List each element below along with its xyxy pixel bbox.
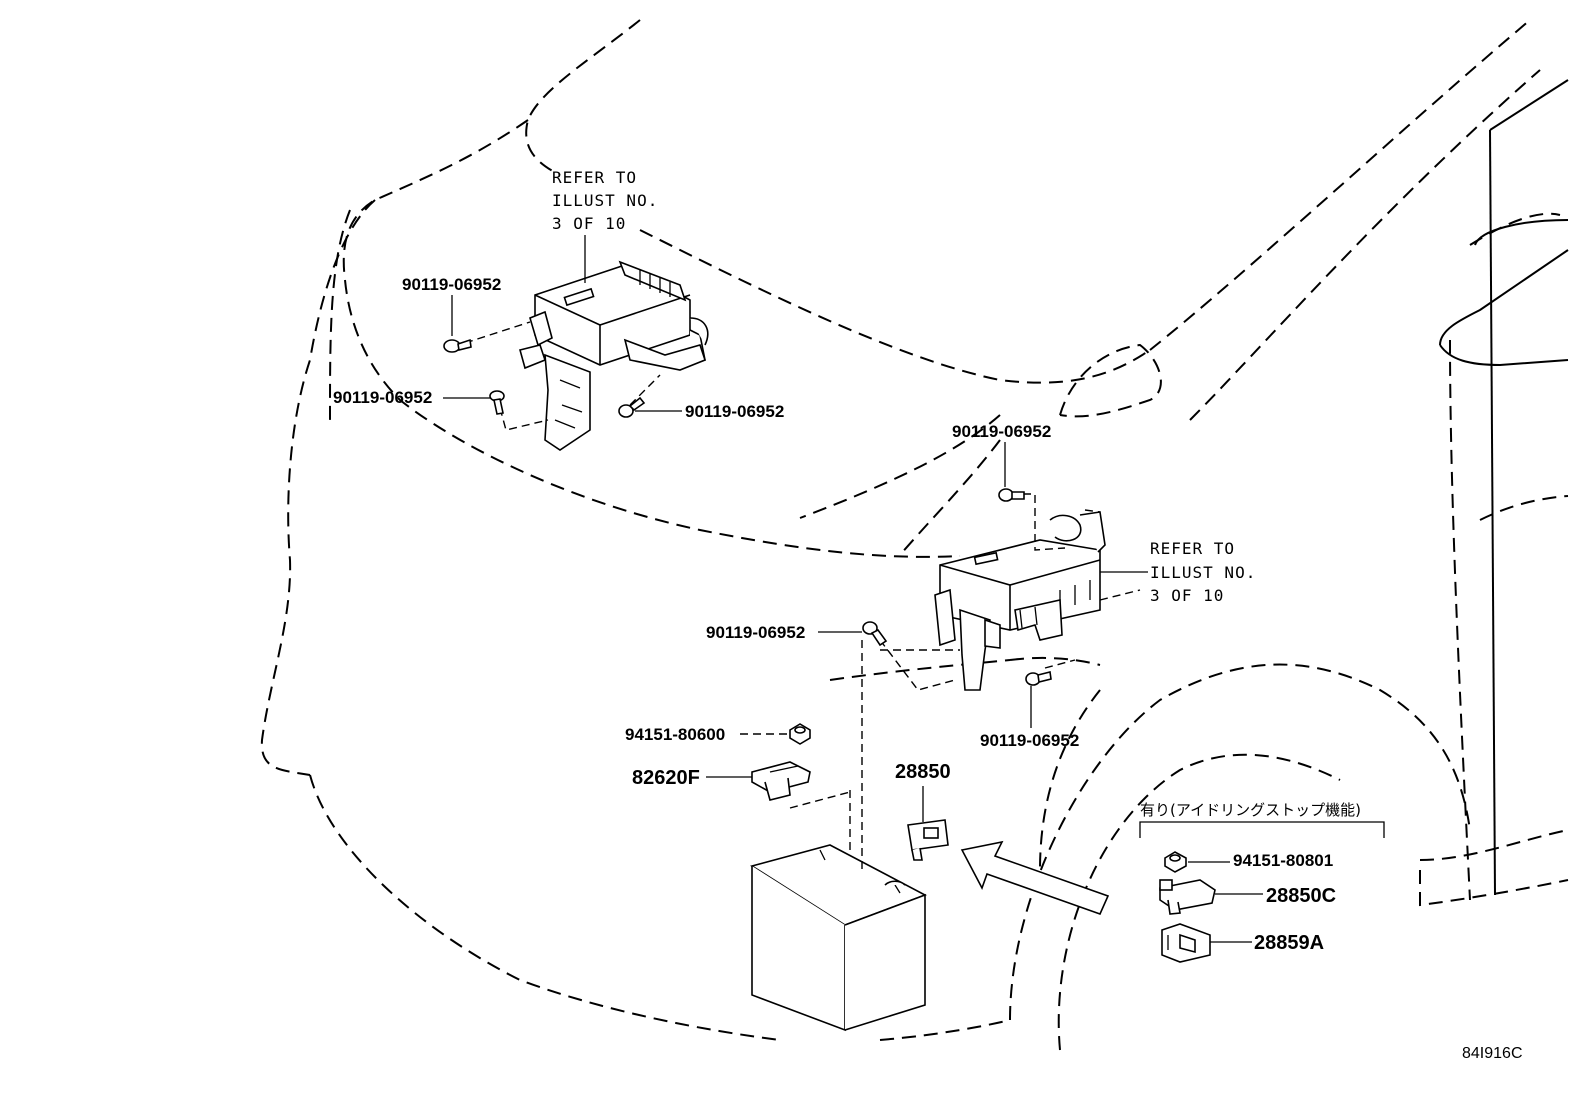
clamp-icon: [751, 761, 811, 801]
view-arrow-icon: [960, 840, 1110, 916]
vehicle-outline: [260, 19, 1569, 1051]
illustration-code: 84I916C: [1462, 1045, 1523, 1062]
upper-bolt-1-icon: [443, 338, 472, 353]
nut-option-icon: [1164, 851, 1187, 873]
svg-text:ILLUST NO.: ILLUST NO.: [552, 191, 658, 210]
lower-bolt-2-icon: [862, 621, 888, 647]
option-group: 有り(アイドリングストップ機能) 94151-80801 28850C 2885…: [1139, 801, 1385, 963]
lower-bolt-3-label: 90119-06952: [980, 731, 1079, 750]
body-solid-lines: [1439, 79, 1569, 896]
upper-bolt-3-icon: [618, 396, 646, 418]
upper-relay-box: [519, 260, 709, 451]
upper-bolt-3-label: 90119-06952: [685, 402, 784, 421]
svg-text:REFER TO: REFER TO: [1150, 539, 1235, 558]
svg-text:ILLUST NO.: ILLUST NO.: [1150, 563, 1256, 582]
nut-clamp-icon: [789, 723, 811, 745]
bracket-option-label: 28859A: [1254, 932, 1324, 954]
upper-bolt-2-label: 90119-06952: [333, 388, 432, 407]
svg-text:3 OF 10: 3 OF 10: [1150, 586, 1224, 605]
lower-bolt-1-icon: [998, 488, 1025, 502]
battery: [750, 844, 927, 1032]
sensor-option-label: 28850C: [1266, 885, 1336, 907]
svg-text:3 OF 10: 3 OF 10: [552, 214, 626, 233]
lower-bolt-1-label: 90119-06952: [952, 422, 1051, 441]
lower-bolt-2-label: 90119-06952: [706, 623, 805, 642]
upper-bolt-2-icon: [489, 390, 505, 415]
lower-relay-box: [934, 511, 1106, 691]
bracket-option-icon: [1161, 923, 1211, 963]
sensor-label: 28850: [895, 761, 951, 783]
nut-clamp-label: 94151-80600: [625, 725, 725, 744]
lower-bolt-3-icon: [1025, 671, 1052, 686]
clamp-label: 82620F: [632, 767, 700, 789]
svg-text:REFER TO: REFER TO: [552, 168, 637, 187]
sensor-icon: [907, 819, 949, 861]
lower-refer-note: REFER TO ILLUST NO. 3 OF 10: [1100, 539, 1256, 605]
upper-bolt-1-label: 90119-06952: [402, 275, 501, 294]
option-title: 有り(アイドリングストップ機能): [1140, 801, 1361, 819]
sensor-option-icon: [1159, 879, 1216, 915]
nut-option-label: 94151-80801: [1233, 851, 1333, 870]
upper-refer-note: REFER TO ILLUST NO. 3 OF 10: [552, 168, 658, 283]
